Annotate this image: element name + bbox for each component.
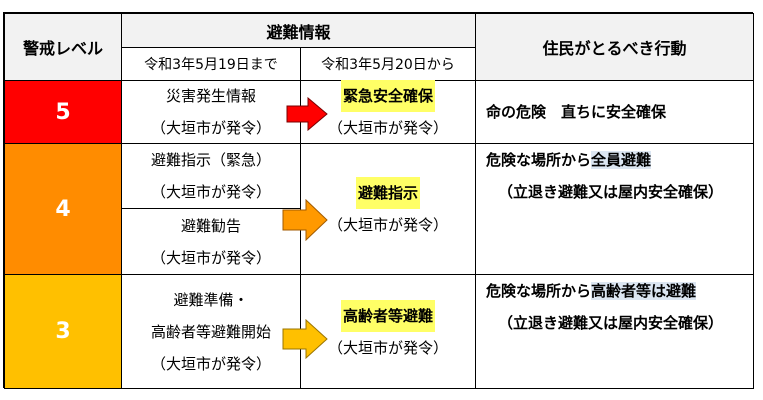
level-3-arrow-icon <box>282 319 328 359</box>
level-4-old-info-a: 避難指示（緊急） （大垣市が発令） <box>121 143 301 209</box>
level-5-old-issuer: （大垣市が発令） <box>150 119 271 137</box>
level-4-cell: 4 <box>4 143 122 275</box>
header-action: 住民がとるべき行動 <box>475 13 754 81</box>
level-4-new-name: 避難指示 <box>355 177 420 209</box>
level-5-old-name: 災害発生情報 <box>165 87 256 105</box>
header-level: 警戒レベル <box>4 13 122 81</box>
level-5-action-text: 命の危険 直ちに安全確保 <box>486 103 667 121</box>
level-5-cell: 5 <box>4 80 122 144</box>
level-3-old-issuer: （大垣市が発令） <box>150 354 271 373</box>
level-3-new-info: 高齢者等避難 （大垣市が発令） <box>300 274 476 389</box>
level-3-new-issuer: （大垣市が発令） <box>327 338 448 357</box>
level-3-action-line1: 危険な場所から高齢者等は避難 <box>486 275 697 307</box>
level-3-action-highlight: 高齢者等は避難 <box>591 282 697 300</box>
level-3-action-line2: （立退き避難又は屋内安全確保） <box>498 314 724 332</box>
level-3-action-prefix: 危険な場所から <box>486 282 592 300</box>
level-4-new-issuer: （大垣市が発令） <box>327 216 448 234</box>
evacuation-level-table: 警戒レベル 避難情報 令和3年5月19日まで 令和3年5月20日から 住民がとる… <box>3 12 754 389</box>
level-5-new-name: 緊急安全確保 <box>340 80 435 112</box>
level-5-new-info: 緊急安全確保 （大垣市が発令） <box>300 80 476 144</box>
level-4-arrow-icon <box>282 199 328 241</box>
level-3-old-name-2: 高齢者等避難開始 <box>150 322 271 341</box>
level-4-action-line1: 危険な場所から全員避難 <box>486 144 652 176</box>
level-4-old-b-name: 避難勧告 <box>180 216 241 235</box>
level-3-cell: 3 <box>4 274 122 389</box>
level-5-arrow-icon <box>286 97 328 131</box>
level-4-old-a-issuer: （大垣市が発令） <box>150 183 271 201</box>
level-5-old-info: 災害発生情報 （大垣市が発令） <box>121 80 301 144</box>
level-4-action-prefix: 危険な場所から <box>486 151 592 169</box>
level-4-action-line2: （立退き避難又は屋内安全確保） <box>498 183 724 201</box>
level-4-action: 危険な場所から全員避難 （立退き避難又は屋内安全確保） <box>475 143 754 275</box>
level-4-old-info-b: 避難勧告 （大垣市が発令） <box>121 208 301 275</box>
header-evac-info: 避難情報 <box>121 13 476 48</box>
level-4-old-a-name: 避難指示（緊急） <box>150 151 271 169</box>
level-4-action-highlight: 全員避難 <box>591 151 652 169</box>
level-3-old-name-1: 避難準備・ <box>173 290 249 309</box>
level-5-action: 命の危険 直ちに安全確保 <box>475 80 754 144</box>
header-from: 令和3年5月20日から <box>300 47 476 81</box>
level-5-new-issuer: （大垣市が発令） <box>327 119 448 137</box>
level-4-new-info: 避難指示 （大垣市が発令） <box>300 143 476 275</box>
level-4-old-b-issuer: （大垣市が発令） <box>150 248 271 267</box>
level-3-old-info: 避難準備・ 高齢者等避難開始 （大垣市が発令） <box>121 274 301 389</box>
header-until: 令和3年5月19日まで <box>121 47 301 81</box>
level-3-action: 危険な場所から高齢者等は避難 （立退き避難又は屋内安全確保） <box>475 274 754 389</box>
level-3-new-name: 高齢者等避難 <box>340 299 435 332</box>
